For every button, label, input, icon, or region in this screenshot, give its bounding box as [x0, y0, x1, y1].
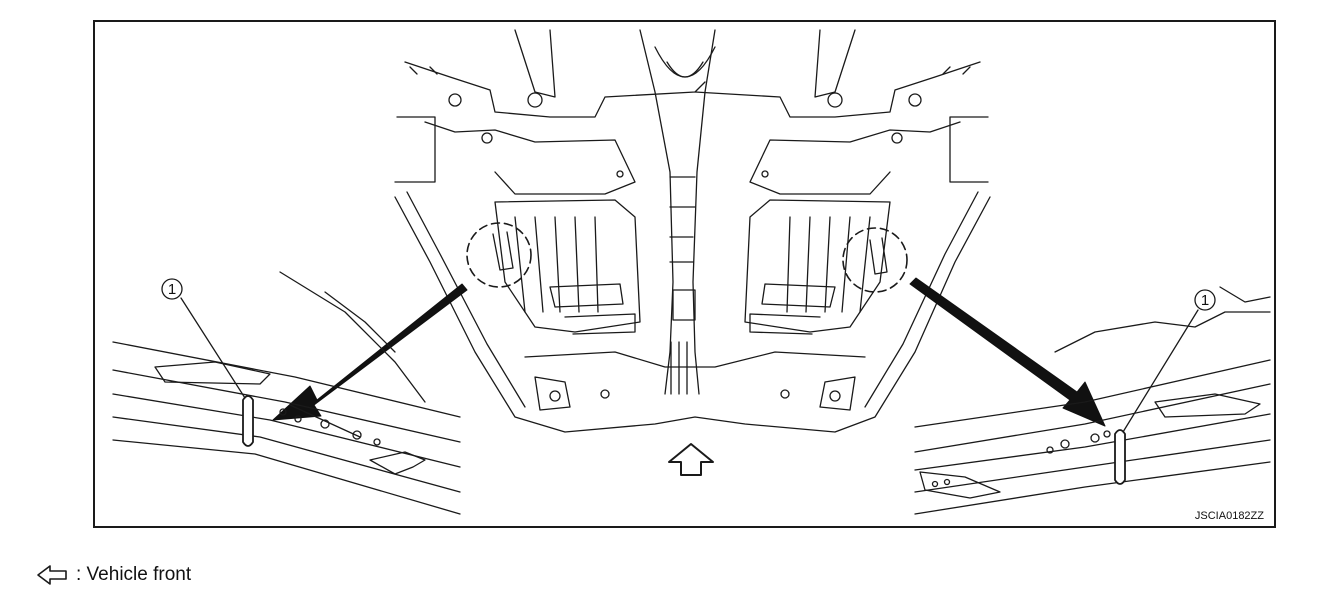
- vehicle-underbody: [394, 29, 991, 433]
- vehicle-front-arrow-icon: [668, 443, 714, 476]
- callout-number-left: 1: [168, 281, 176, 298]
- detail-view-right: [914, 286, 1271, 515]
- detail-view-left: [112, 271, 461, 515]
- vehicle-front-arrow-icon: [37, 565, 67, 585]
- diagram-figure: 1 1 JSCIA0182ZZ: [93, 20, 1276, 528]
- jack-point-highlight-right: [842, 227, 908, 293]
- pointer-arrow-right: [909, 277, 1106, 427]
- pointer-arrow-left: [272, 283, 468, 421]
- legend: : Vehicle front: [36, 564, 191, 586]
- jack-point-highlight-left: [466, 222, 532, 288]
- callout-number-right: 1: [1201, 292, 1209, 309]
- legend-text: : Vehicle front: [76, 564, 192, 585]
- figure-code: JSCIA0182ZZ: [1194, 510, 1264, 522]
- underbody-illustration: 1 1: [112, 29, 1271, 515]
